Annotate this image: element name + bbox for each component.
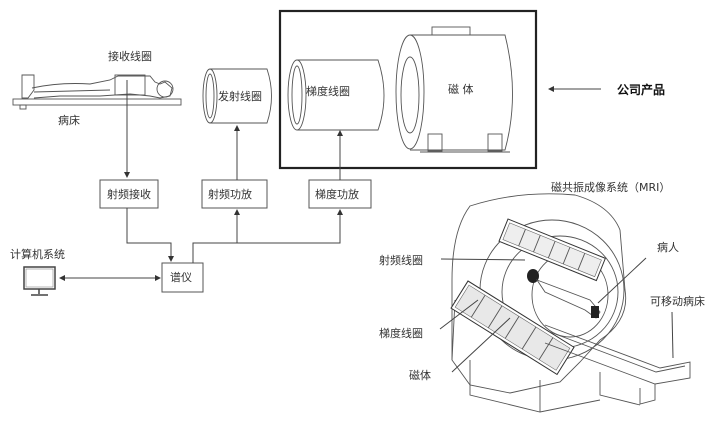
company-product-label: 公司产品 xyxy=(617,82,665,97)
mri-scanner-illustration xyxy=(450,193,691,413)
gradient-coil-callout-line xyxy=(439,299,479,330)
right-magnet-label: 磁体 xyxy=(409,368,431,382)
spectrometer-to-gradient-amp-arrow xyxy=(192,209,343,263)
gradient-amp-label: 梯度功放 xyxy=(315,187,359,201)
gradient-coil-cylinder xyxy=(287,59,385,131)
rf-amp-label: 射频功放 xyxy=(208,187,252,201)
company-product-box xyxy=(278,9,538,170)
patient-callout-line xyxy=(597,257,647,304)
rf-receive-label: 射频接收 xyxy=(107,187,151,201)
spectrometer-label: 谱仪 xyxy=(170,270,192,284)
gradient-amp-box xyxy=(308,179,372,209)
movable-bed-label: 可移动病床 xyxy=(650,294,705,308)
patient-label: 病人 xyxy=(657,240,679,254)
transmit-coil-cylinder xyxy=(202,68,272,124)
magnet-callout-line xyxy=(451,317,511,373)
computer-monitor-icon xyxy=(23,266,56,296)
magnet-label: 磁 体 xyxy=(448,82,474,96)
spectrometer-box xyxy=(161,262,204,293)
rf-receive-box xyxy=(99,179,159,209)
magnet-cylinder xyxy=(395,26,513,153)
rf-amp-box xyxy=(201,179,268,209)
patient-bed-illustration xyxy=(12,74,182,110)
computer-system-label: 计算机系统 xyxy=(10,247,65,261)
movable-bed-callout-line xyxy=(671,311,674,359)
receive-coil-label: 接收线圈 xyxy=(108,49,152,63)
bed-label: 病床 xyxy=(58,113,80,127)
mri-title: 磁共振成像系统（MRI） xyxy=(551,180,670,194)
rf-receive-to-spectrometer-arrow xyxy=(126,208,174,262)
rf-coil-callout-line xyxy=(440,258,526,261)
gradient-coil-label: 梯度线圈 xyxy=(306,84,350,98)
rf-coil-label: 射频线圈 xyxy=(379,253,423,267)
right-gradient-coil-label: 梯度线圈 xyxy=(379,326,423,340)
transmit-coil-label: 发射线圈 xyxy=(218,89,262,103)
